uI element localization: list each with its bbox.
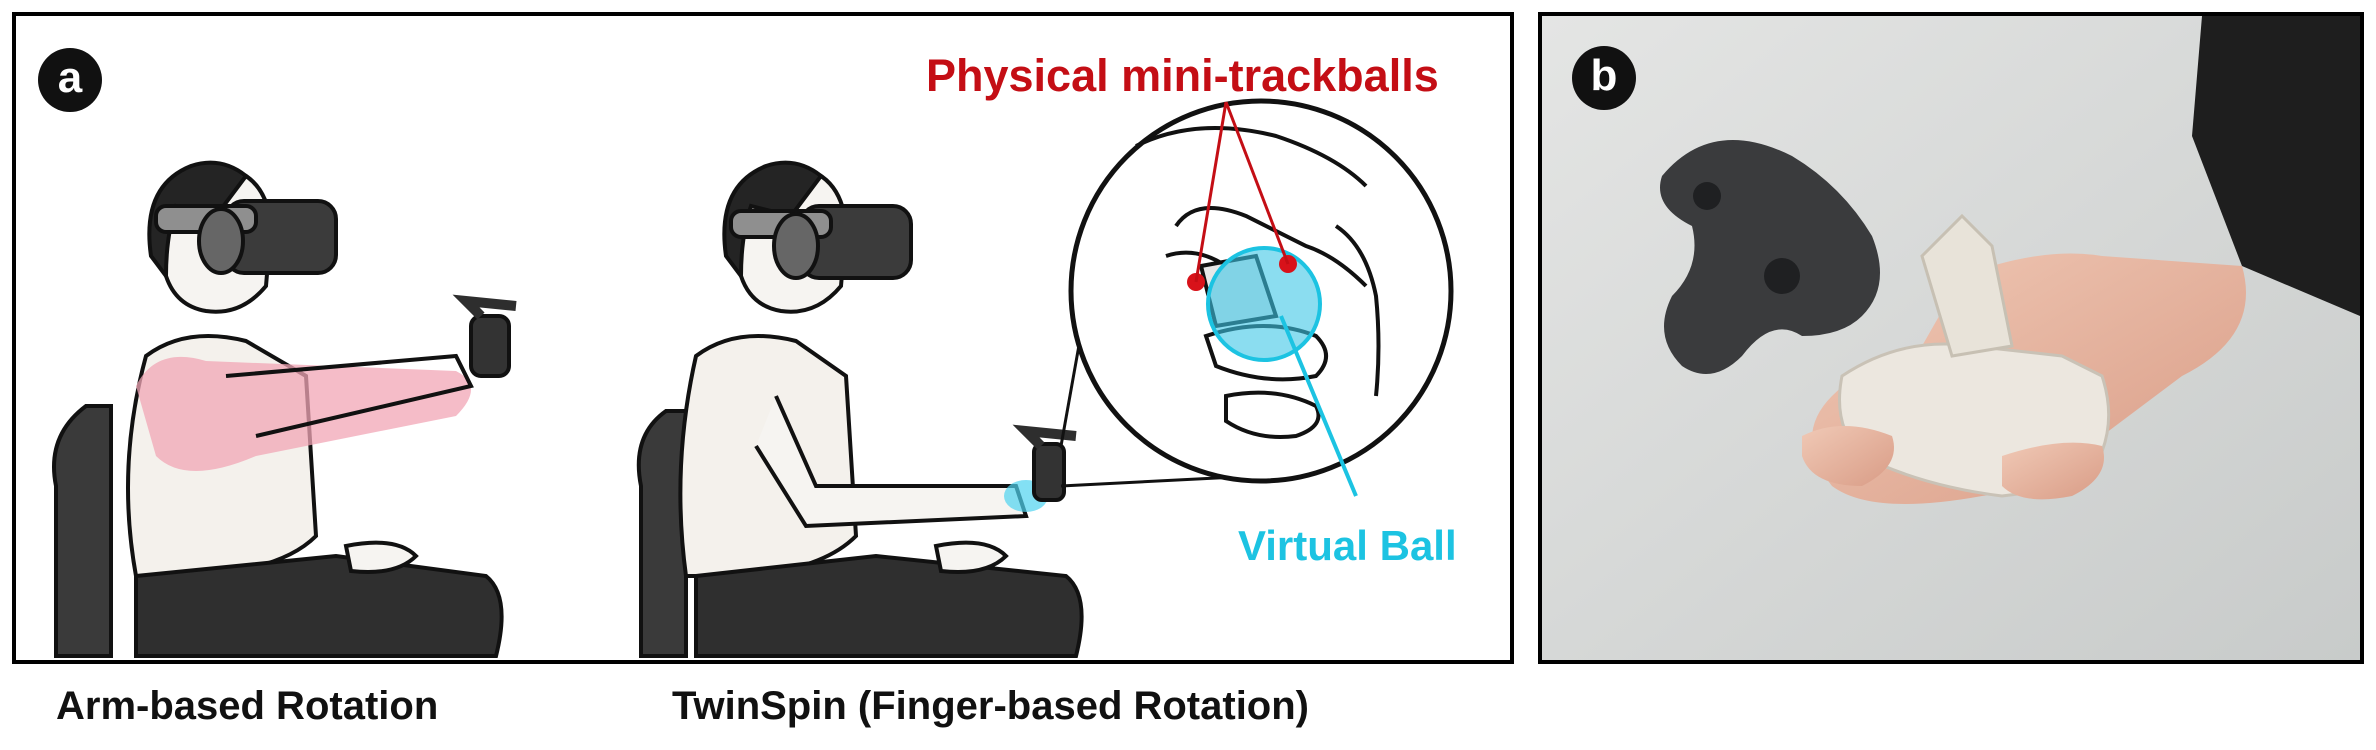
panel-b-photo <box>1542 16 2360 660</box>
panel-a-badge: a <box>38 48 102 112</box>
twinspin-figure <box>636 160 1084 658</box>
panel-a-illustration <box>52 98 1454 658</box>
trackball-leaders <box>1194 101 1290 283</box>
sleeve <box>2192 16 2360 316</box>
zoom-circle <box>1068 98 1454 484</box>
panel-b-badge: b <box>1572 46 1636 110</box>
arm-based-figure <box>52 160 517 658</box>
caption-arm-based: Arm-based Rotation <box>56 684 439 728</box>
physical-trackballs-label: Physical mini-trackballs <box>926 50 1439 101</box>
panel-b: b <box>1538 12 2364 664</box>
virtual-ball-leader <box>1279 315 1358 497</box>
virtual-ball-label: Virtual Ball <box>1238 522 1457 569</box>
caption-twinspin: TwinSpin (Finger-based Rotation) <box>672 684 1309 728</box>
panel-a: a Physical mini-trackballs Virtual Ball <box>12 12 1514 664</box>
